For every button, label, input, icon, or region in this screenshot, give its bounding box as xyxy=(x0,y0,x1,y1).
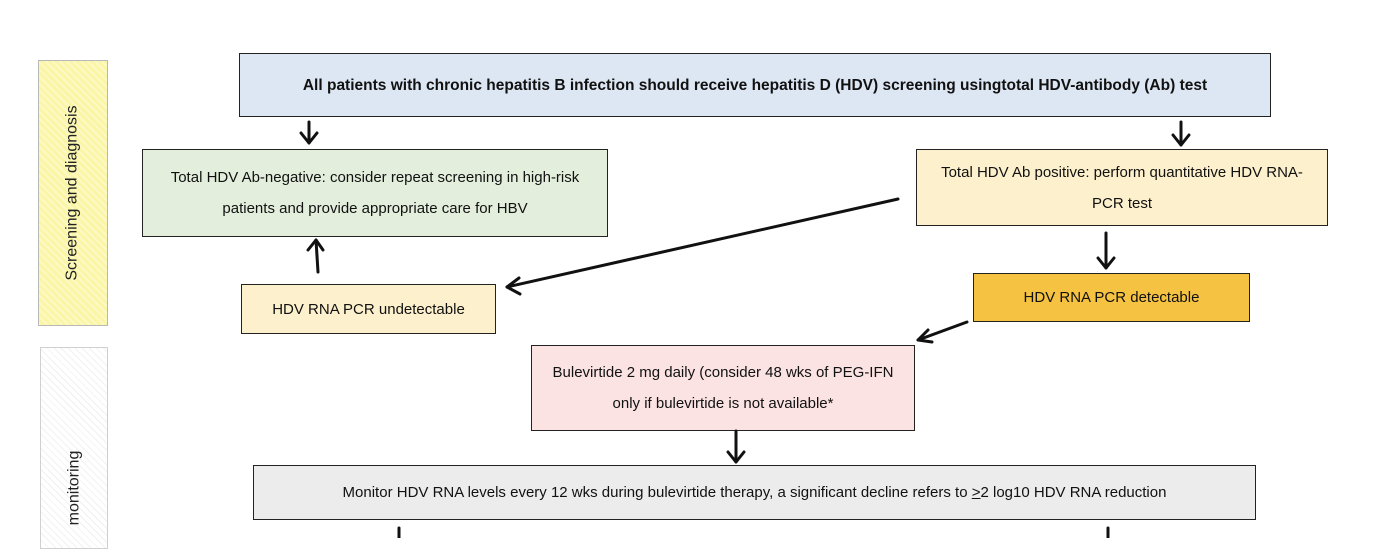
pcr-detectable-text: HDV RNA PCR detectable xyxy=(1023,289,1200,306)
hdv-screening-box: All patients with chronic hepatitis B in… xyxy=(239,53,1271,117)
arrow-top-to-positive xyxy=(1171,120,1191,147)
ab-negative-box: Total HDV Ab-negative: consider repeat s… xyxy=(142,149,608,237)
pcr-undetectable-box: HDV RNA PCR undetectable xyxy=(241,284,496,334)
bulevirtide-box: Bulevirtide 2 mg daily (consider 48 wks … xyxy=(531,345,915,431)
pcr-undetectable-text: HDV RNA PCR undetectable xyxy=(272,300,465,318)
monitor-text-post: 2 log10 HDV RNA reduction xyxy=(980,484,1167,501)
monitor-text: Monitor HDV RNA levels every 12 wks duri… xyxy=(343,477,1167,508)
side-label-screening-and-diagnosis: Screening and diagnosis xyxy=(38,60,108,326)
arrow-detectable-to-bulevirtide xyxy=(916,320,969,344)
arrow-undetectable-to-negative xyxy=(306,238,325,274)
ab-positive-text: Total HDV Ab positive: perform quantitat… xyxy=(941,163,1303,212)
arrow-positive-to-detectable xyxy=(1096,231,1116,270)
pcr-detectable-box: HDV RNA PCR detectable xyxy=(973,273,1250,322)
flow-arrows xyxy=(299,120,1191,538)
ab-positive-box: Total HDV Ab positive: perform quantitat… xyxy=(916,149,1328,226)
side-label-monitoring: monitoring xyxy=(40,347,108,549)
arrow-positive-to-undetectable xyxy=(505,197,900,296)
monitor-geq-symbol: > xyxy=(971,484,981,501)
monitor-box: Monitor HDV RNA levels every 12 wks duri… xyxy=(253,465,1256,520)
bulevirtide-text: Bulevirtide 2 mg daily (consider 48 wks … xyxy=(552,364,894,412)
ab-negative-text: Total HDV Ab-negative: consider repeat s… xyxy=(170,169,580,217)
monitor-text-pre: Monitor HDV RNA levels every 12 wks duri… xyxy=(342,484,972,501)
hdv-screening-text: All patients with chronic hepatitis B in… xyxy=(302,76,1208,94)
arrow-top-to-negative xyxy=(299,120,319,145)
arrow-bulevirtide-to-monitor xyxy=(726,429,746,464)
